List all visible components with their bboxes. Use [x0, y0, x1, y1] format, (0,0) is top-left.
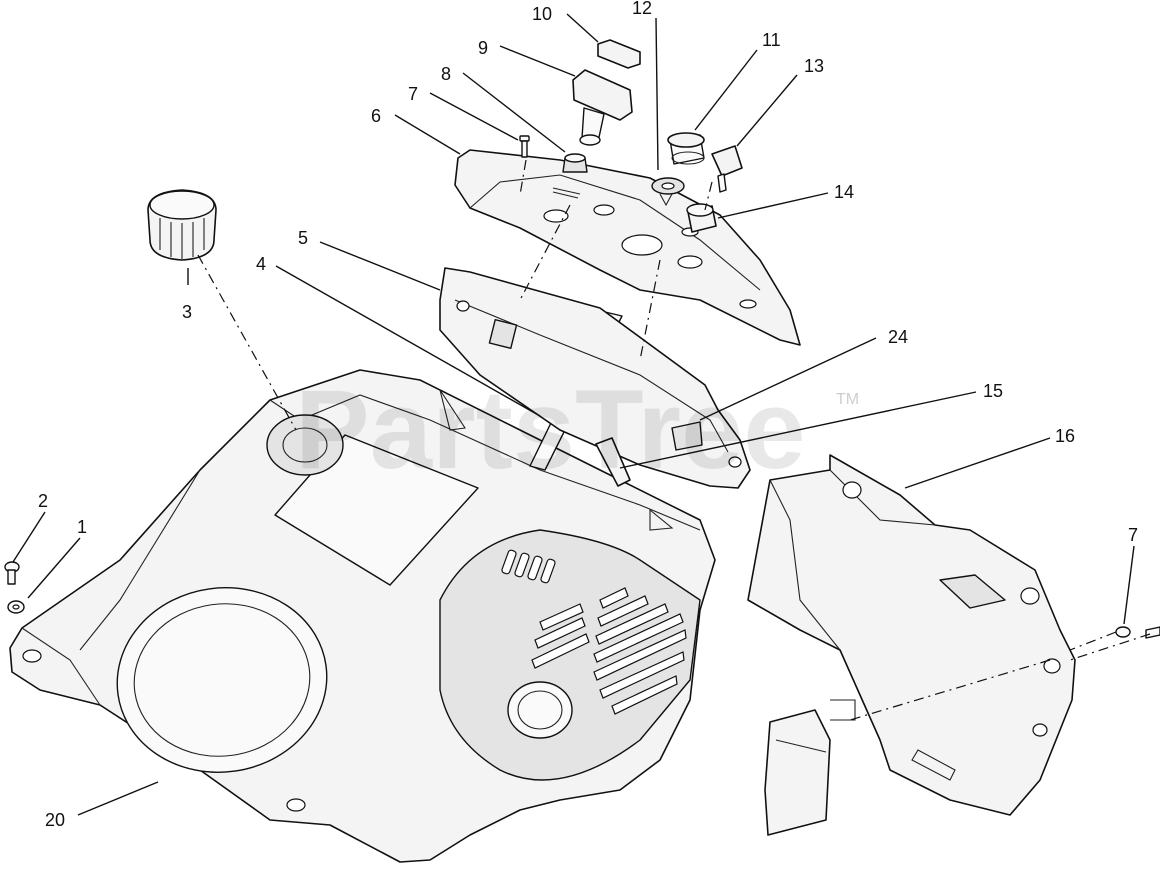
callout-12: 12: [632, 0, 652, 18]
callout-13: 13: [804, 56, 824, 76]
part-9-knob[interactable]: [572, 69, 633, 146]
callout-14: 14: [834, 182, 854, 202]
part-16-side-panel[interactable]: [747, 454, 1076, 816]
callout-7-right: 7: [1128, 525, 1138, 545]
callout-20: 20: [45, 810, 65, 830]
part-13-key[interactable]: [711, 145, 743, 193]
part-8-grommet[interactable]: [562, 153, 588, 173]
callout-7-top: 7: [408, 84, 418, 104]
callout-2: 2: [38, 491, 48, 511]
part-20-main-shroud[interactable]: [9, 369, 716, 863]
part-14-key-switch[interactable]: [686, 203, 717, 233]
part-1-washer[interactable]: [7, 600, 25, 614]
callout-1: 1: [77, 517, 87, 537]
callout-8: 8: [441, 64, 451, 84]
part-5-control-panel-tray[interactable]: [439, 267, 751, 489]
assembly-lines: [197, 159, 1151, 721]
callout-3: 3: [182, 302, 192, 322]
callout-9: 9: [478, 38, 488, 58]
callout-5: 5: [298, 228, 308, 248]
callout-4: 4: [256, 254, 266, 274]
callout-16: 16: [1055, 426, 1075, 446]
part-12-washer[interactable]: [651, 177, 685, 207]
part-15-clip[interactable]: [595, 437, 631, 487]
callout-labels: 10 12 9 8 7 6 11 13 14 5 4 3 24 15 16 7 …: [38, 0, 1138, 830]
callout-15: 15: [983, 381, 1003, 401]
part-11-plug[interactable]: [667, 132, 705, 165]
callout-11: 11: [762, 30, 781, 50]
part-2-screw[interactable]: [4, 561, 20, 585]
part-16-lower-bracket[interactable]: [764, 699, 856, 836]
watermark-trademark: TM: [836, 391, 859, 408]
part-10-knob-insert[interactable]: [597, 39, 641, 69]
part-7-screw-right[interactable]: [1115, 626, 1160, 639]
part-6-top-cover[interactable]: [454, 149, 801, 346]
watermark: PartsTree TM: [295, 367, 859, 492]
leader-lines: [12, 13, 1135, 816]
watermark-text: PartsTree: [295, 367, 806, 492]
callout-10: 10: [532, 4, 552, 24]
part-7-screw-top[interactable]: [519, 135, 530, 158]
callout-6: 6: [371, 106, 381, 126]
part-3-fuel-cap[interactable]: [147, 189, 217, 261]
callout-24: 24: [888, 327, 908, 347]
